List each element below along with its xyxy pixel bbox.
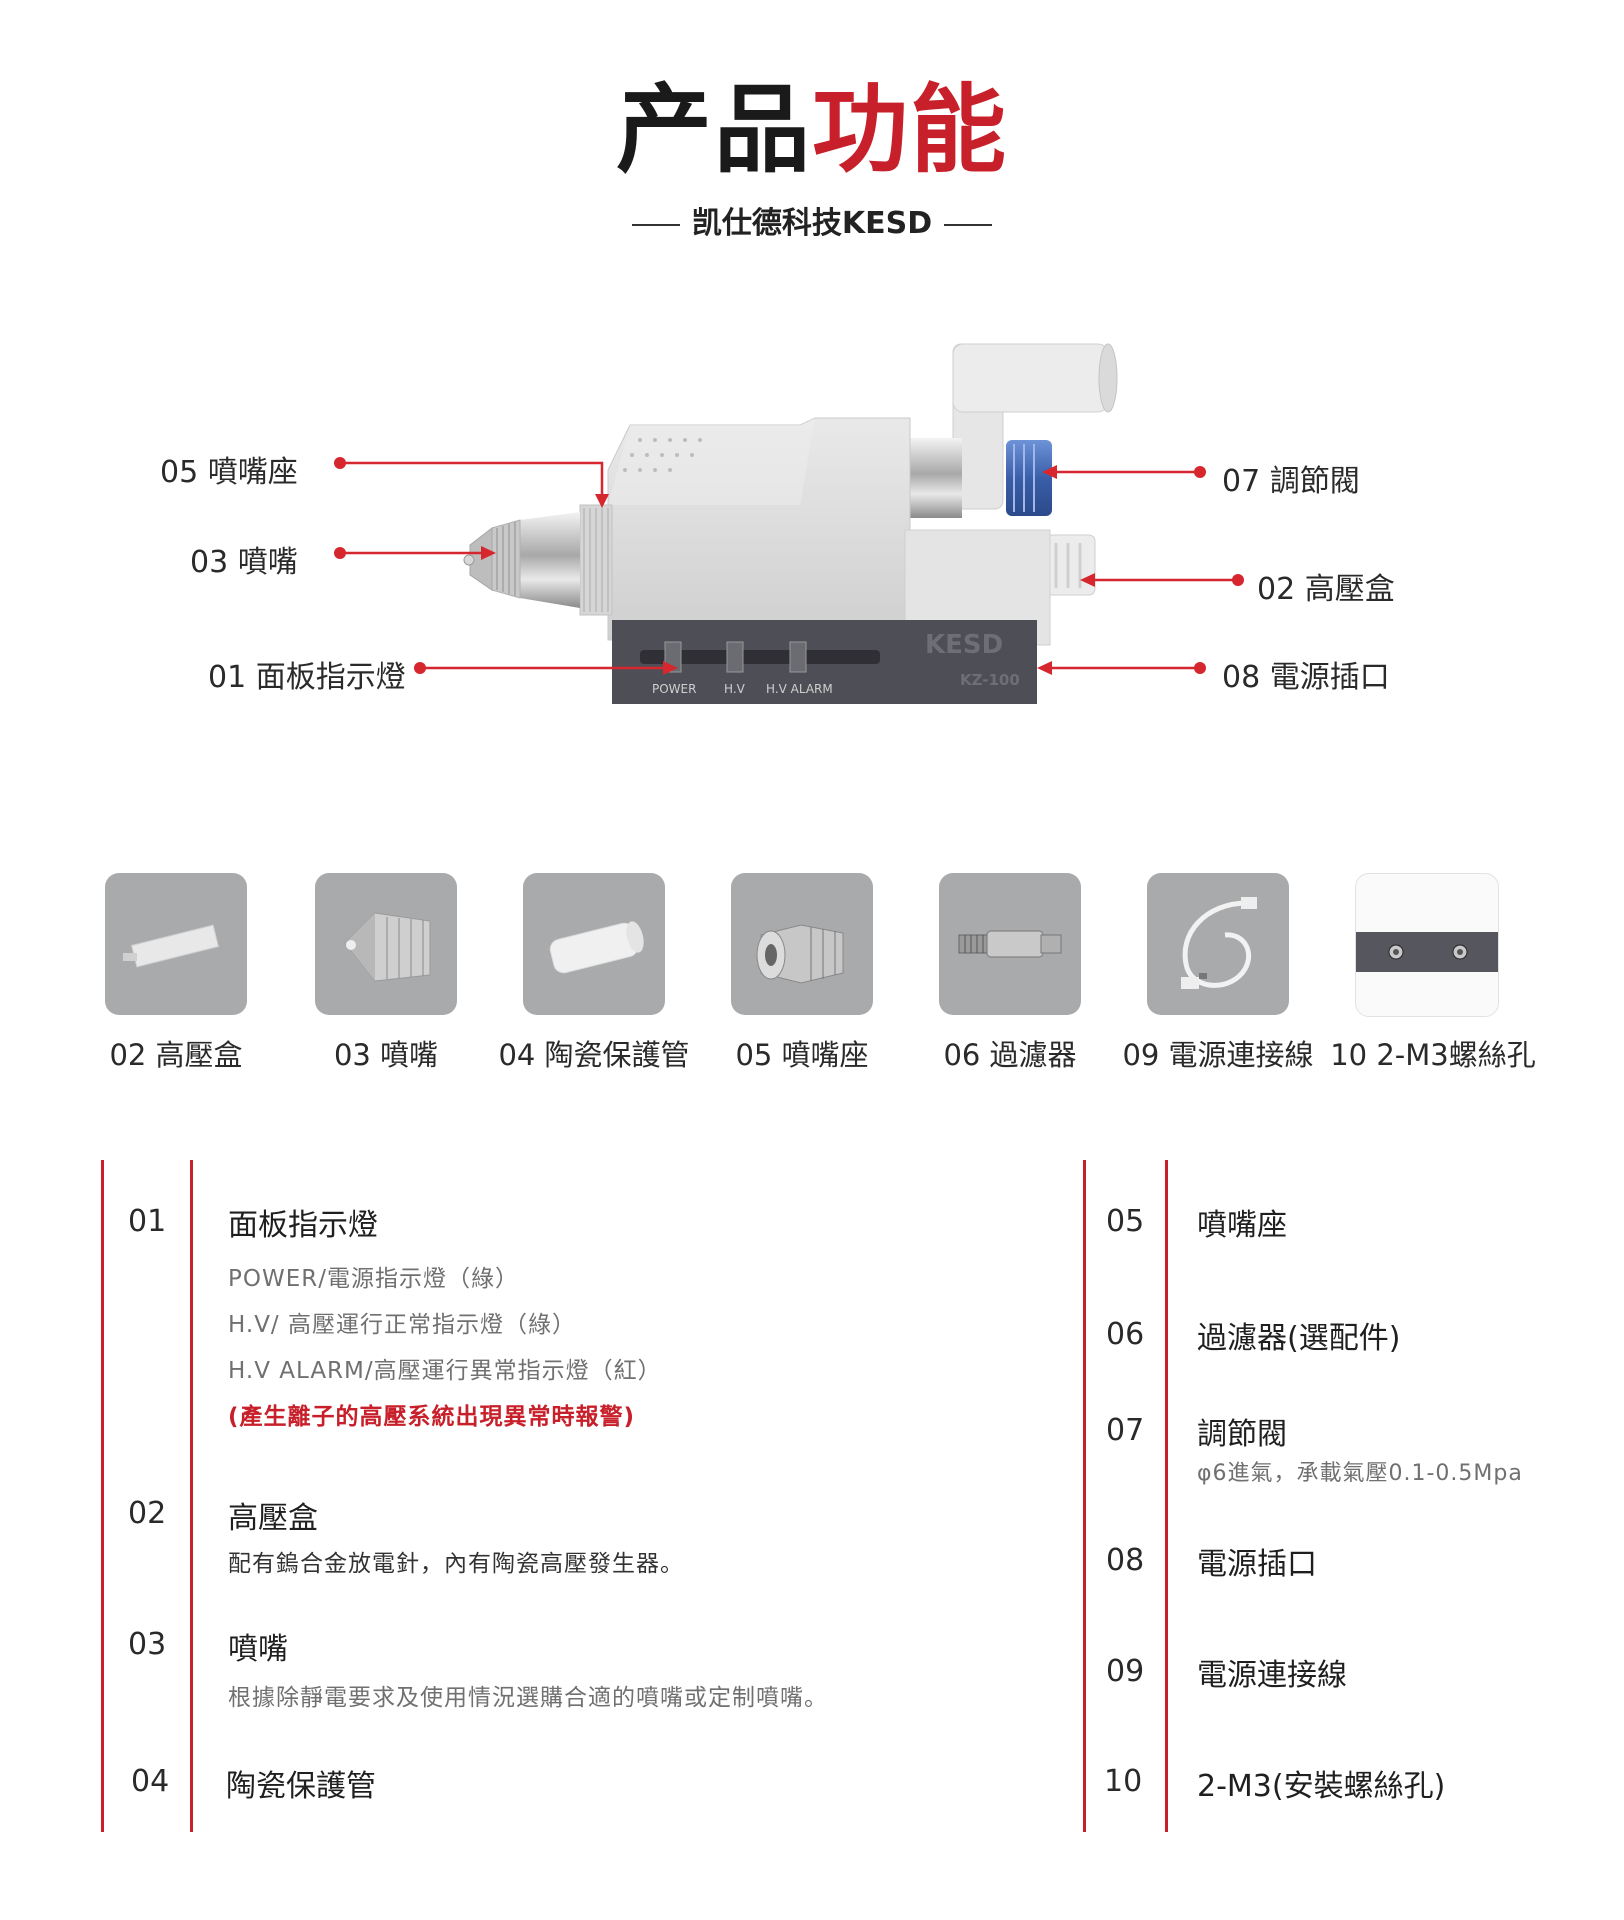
product-diagram: POWER H.V H.V ALARM KESD KZ-100 — [334, 343, 1244, 704]
page-title: 产品功能 — [0, 82, 1624, 178]
page-subtitle: 凯仕德科技KESD — [0, 198, 1624, 242]
indicator-label-power: POWER — [652, 682, 696, 696]
thumb-label-nozzle-seat: 05 噴嘴座 — [735, 1038, 869, 1072]
spec-title-08: 電源插口 — [1197, 1547, 1317, 1582]
spec-num-06: 06 — [1106, 1317, 1145, 1352]
nozzle-seat-icon — [731, 873, 873, 1015]
callout-hv-box: 02 高壓盒 — [1257, 572, 1395, 607]
title-black-part: 产品 — [616, 74, 812, 186]
spec-title-06: 過濾器(選配件) — [1197, 1321, 1401, 1356]
spec-num-08: 08 — [1106, 1543, 1145, 1578]
callout-power-port: 08 電源插口 — [1222, 660, 1390, 695]
spec-num-02: 02 — [128, 1496, 167, 1531]
spec-line-power: POWER/電源指示燈（綠） — [228, 1266, 519, 1292]
divider-right-outer — [1083, 1160, 1086, 1832]
spec-num-09: 09 — [1106, 1654, 1145, 1689]
spec-title-09: 電源連接線 — [1197, 1658, 1347, 1693]
thumb-label-hv-box: 02 高壓盒 — [109, 1038, 243, 1072]
thumb-label-filter: 06 過濾器 — [943, 1038, 1077, 1072]
hv-led — [726, 641, 744, 673]
thumb-label-screw-hole: 10 2-M3螺絲孔 — [1330, 1038, 1536, 1072]
ceramic-tube-icon — [523, 873, 665, 1015]
spec-title-01: 面板指示燈 — [228, 1208, 378, 1243]
spec-title-10: 2-M3(安裝螺絲孔) — [1197, 1769, 1446, 1804]
spec-title-07: 調節閥 — [1197, 1417, 1287, 1452]
subtitle-dash-left — [631, 223, 680, 226]
device-model: KZ-100 — [960, 671, 1020, 689]
divider-left-outer — [101, 1160, 104, 1832]
callout-panel-light: 01 面板指示燈 — [208, 660, 406, 695]
spec-desc-07: φ6進氣，承載氣壓0.1-0.5Mpa — [1197, 1461, 1523, 1486]
nozzle-metal-body — [520, 512, 580, 608]
spec-num-07: 07 — [1106, 1413, 1145, 1448]
hv-alarm-led — [789, 641, 807, 673]
indicator-label-hv: H.V — [724, 682, 746, 696]
spec-title-05: 噴嘴座 — [1197, 1208, 1287, 1243]
subtitle-text: 凯仕德科技KESD — [691, 206, 933, 241]
spec-num-10: 10 — [1104, 1764, 1143, 1799]
spec-desc-03: 根據除靜電要求及使用情況選購合適的噴嘴或定制噴嘴。 — [228, 1685, 828, 1711]
divider-left-inner — [190, 1160, 193, 1832]
vent-dots — [623, 438, 702, 472]
spec-num-04: 04 — [131, 1764, 170, 1799]
screw-hole-icon — [1355, 873, 1499, 1017]
nozzle-icon — [315, 873, 457, 1015]
spec-alarm-note: (產生離子的高壓系統出現異常時報警) — [228, 1404, 636, 1430]
cable-icon — [1147, 873, 1289, 1015]
blue-valve-knob — [1006, 440, 1052, 516]
divider-right-inner — [1165, 1160, 1168, 1832]
spec-title-04: 陶瓷保護管 — [226, 1769, 376, 1804]
thumb-label-cable: 09 電源連接線 — [1122, 1038, 1314, 1072]
spec-line-hv-alarm: H.V ALARM/高壓運行異常指示燈（紅） — [228, 1358, 662, 1384]
spec-title-02: 高壓盒 — [228, 1501, 318, 1536]
valve-connector — [910, 438, 962, 518]
spec-num-03: 03 — [128, 1627, 167, 1662]
callout-nozzle-seat: 05 噴嘴座 — [160, 455, 298, 490]
spec-num-01: 01 — [128, 1204, 167, 1239]
hv-box-plug — [1044, 534, 1096, 596]
thumb-label-ceramic-tube: 04 陶瓷保護管 — [498, 1038, 690, 1072]
thumb-label-nozzle: 03 噴嘴 — [333, 1038, 439, 1072]
spec-title-03: 噴嘴 — [228, 1632, 288, 1667]
spec-num-05: 05 — [1106, 1204, 1145, 1239]
callout-nozzle: 03 噴嘴 — [190, 545, 298, 580]
title-red-part: 功能 — [812, 74, 1008, 186]
spec-line-hv: H.V/ 高壓運行正常指示燈（綠） — [228, 1312, 576, 1338]
hv-box-icon — [105, 873, 247, 1015]
callout-valve: 07 調節閥 — [1222, 464, 1360, 499]
subtitle-dash-right — [944, 223, 993, 226]
device-brand: KESD — [925, 630, 1003, 660]
indicator-label-hv-alarm: H.V ALARM — [766, 682, 833, 696]
valve-elbow — [952, 343, 1118, 510]
nozzle-knurl — [491, 519, 521, 599]
filter-icon — [939, 873, 1081, 1015]
spec-desc-02: 配有鎢合金放電針，內有陶瓷高壓發生器。 — [228, 1551, 684, 1577]
